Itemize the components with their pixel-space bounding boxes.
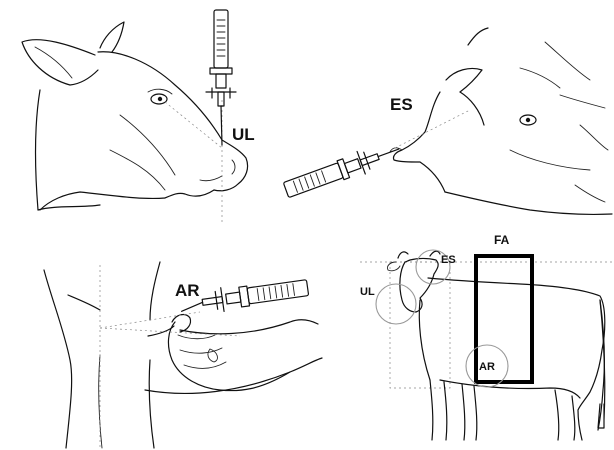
panel-bottom-right-cow: FA ES UL AR bbox=[360, 233, 614, 440]
cow-head-outline bbox=[98, 52, 248, 191]
site-label-ar: AR bbox=[175, 281, 200, 300]
site-label-ar-small: AR bbox=[479, 361, 495, 373]
neck-outline-right bbox=[150, 262, 160, 320]
cow-body-outline bbox=[428, 278, 605, 440]
panel-top-left-cow-head: UL bbox=[22, 10, 255, 222]
head-ear bbox=[446, 68, 482, 92]
site-label-ul: UL bbox=[232, 125, 255, 144]
site-label-ul-small: UL bbox=[360, 286, 375, 298]
syringe-diagonal-es bbox=[282, 138, 403, 202]
hand bbox=[168, 322, 290, 391]
neck-outline-left bbox=[44, 270, 72, 448]
site-label-es: ES bbox=[390, 95, 413, 114]
cow-ear bbox=[22, 40, 98, 85]
site-label-es-small: ES bbox=[441, 254, 456, 266]
panel-bottom-left-neck: AR bbox=[44, 262, 322, 448]
cow-horn bbox=[100, 22, 124, 52]
cow-leg-rear bbox=[555, 390, 575, 440]
panel-top-right-head: ES bbox=[282, 28, 612, 214]
cow-leg-front bbox=[430, 380, 447, 440]
cow-small-head bbox=[400, 259, 438, 313]
area-label-fa: FA bbox=[494, 233, 510, 247]
arm bbox=[180, 320, 318, 334]
ul-site-ring bbox=[376, 284, 416, 324]
cow-neck bbox=[419, 300, 430, 380]
